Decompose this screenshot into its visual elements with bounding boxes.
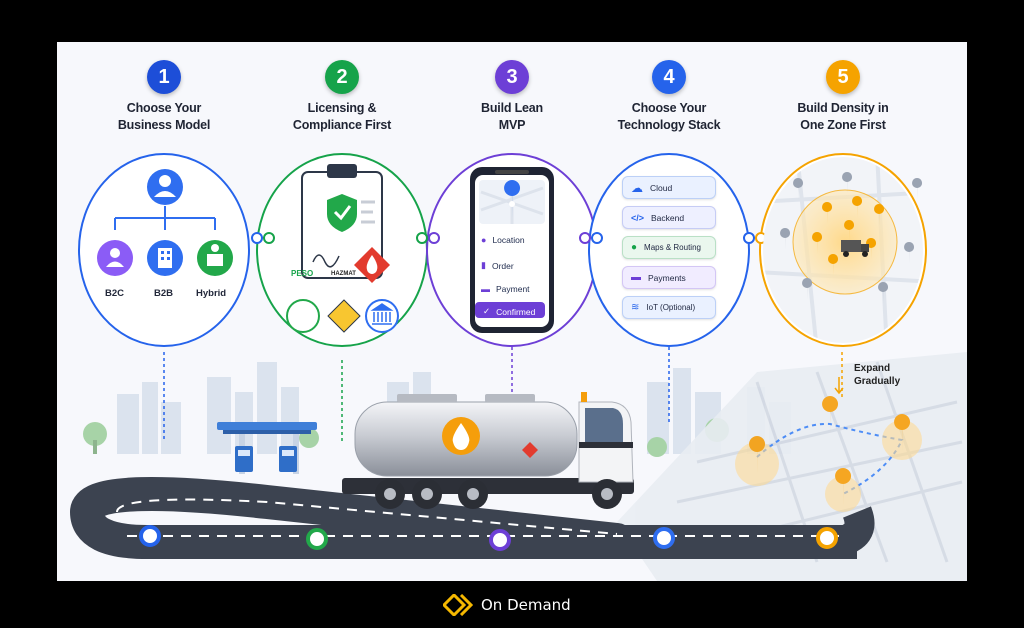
tech-cloud: ☁ Cloud — [622, 176, 716, 199]
check-icon: ✓ — [483, 306, 491, 316]
step-3-title-line2: MVP — [498, 118, 526, 132]
business-model-tree — [97, 169, 233, 276]
shield-check-icon — [327, 194, 357, 232]
expand-line2: Gradually — [854, 376, 901, 387]
tech-maps-routing: ● Maps & Routing — [622, 236, 716, 259]
cloud-icon: ☁ — [631, 180, 643, 195]
code-icon: </> — [631, 212, 645, 223]
step-5-header: 5 Build Density in One Zone First — [758, 60, 928, 134]
hazmat-badge: HAZMAT — [331, 271, 356, 277]
mvp-confirmed-button[interactable]: ✓ Confirmed — [483, 306, 535, 317]
step-5-title-line1: Build Density in — [797, 101, 889, 115]
step-3-header: 3 Build Lean MVP — [427, 60, 597, 134]
business-model-hybrid: Hybrid — [196, 288, 227, 299]
fuel-station — [217, 422, 317, 474]
city-map — [617, 352, 967, 581]
tanker-truck — [342, 392, 634, 509]
brand-name: On Demand — [481, 596, 571, 614]
business-model-b2b: B2B — [154, 288, 174, 299]
scene-illustration — [69, 153, 967, 581]
mvp-row-order-label: Order — [491, 260, 514, 271]
brand-logo-icon — [443, 594, 473, 616]
step-2-title-line2: Compliance First — [292, 118, 392, 132]
step-1-title-line1: Choose Your — [126, 101, 202, 115]
truck-icon — [841, 240, 869, 257]
density-map — [763, 157, 923, 343]
step-3-title-line1: Build Lean — [481, 101, 543, 115]
step-number-2: 2 — [325, 60, 359, 94]
map-pin-icon — [504, 180, 521, 218]
tech-maps-routing-label: Maps & Routing — [644, 243, 701, 252]
step-number-3: 3 — [495, 60, 529, 94]
business-model-b2c: B2C — [105, 288, 125, 299]
step-4-title-line1: Choose Your — [631, 101, 707, 115]
footer-brand: On Demand — [443, 594, 571, 616]
step-4-title-line2: Technology Stack — [617, 118, 721, 132]
mvp-row-payment: ▬ Payment — [481, 284, 530, 294]
map-pin-icon: ● — [481, 235, 487, 245]
tech-iot: ≋ IoT (Optional) — [622, 296, 716, 319]
tech-cloud-label: Cloud — [650, 182, 673, 193]
step-1-header: 1 Choose Your Business Model — [79, 60, 249, 134]
tech-backend: </> Backend — [622, 206, 716, 229]
mvp-row-location-label: Location — [492, 235, 525, 245]
milestones — [139, 525, 838, 551]
step-2-header: 2 Licensing & Compliance First — [257, 60, 427, 134]
mvp-phone — [470, 167, 554, 333]
step-number-1: 1 — [147, 60, 181, 94]
step-2-title-line1: Licensing & — [307, 101, 377, 115]
map-pin-icon: ● — [631, 242, 638, 253]
mvp-row-location: ● Location — [481, 235, 525, 245]
step-1-title-line2: Business Model — [117, 118, 211, 132]
step-number-4: 4 — [652, 60, 686, 94]
step-4-header: 4 Choose Your Technology Stack — [584, 60, 754, 134]
mvp-confirmed-label: Confirmed — [496, 306, 536, 317]
wifi-icon: ≋ — [631, 302, 640, 313]
step-5-title-line2: One Zone First — [800, 118, 886, 132]
infographic-panel: 1 Choose Your Business Model 2 Licensing… — [57, 42, 967, 581]
peso-badge: PESO — [291, 269, 314, 278]
link-connectors — [251, 232, 767, 244]
mvp-row-order: ▮ Order — [481, 260, 514, 271]
expand-line1: Expand — [854, 363, 891, 374]
tech-iot-label: IoT (Optional) — [646, 303, 696, 312]
tech-backend-label: Backend — [651, 212, 685, 223]
card-icon: ▬ — [481, 284, 490, 294]
tech-payments: ▬ Payments — [622, 266, 716, 289]
fuel-pump-icon: ▮ — [481, 260, 486, 270]
tech-payments-label: Payments — [648, 272, 686, 283]
compliance-clipboard — [286, 164, 399, 333]
expand-gradually-label: Expand Gradually — [854, 362, 900, 388]
card-icon: ▬ — [631, 272, 641, 283]
step-number-5: 5 — [826, 60, 860, 94]
mvp-row-payment-label: Payment — [496, 284, 530, 294]
